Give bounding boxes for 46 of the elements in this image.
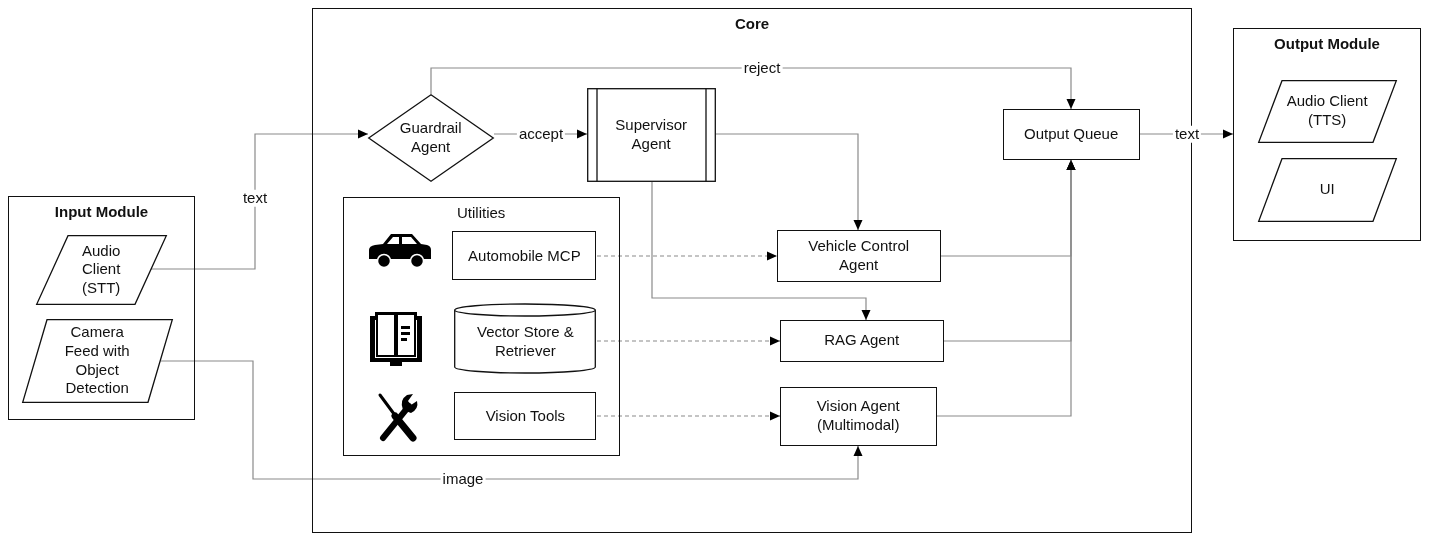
process-box [779,319,944,362]
predefined-process-box [586,87,716,182]
utilities-panel [342,196,620,456]
edge-label: text [240,189,270,207]
node-label: Vision Tools [485,407,566,426]
arrow [651,181,871,321]
node-label: Vision Agent (Multimodal) [815,397,901,435]
arrow [159,360,863,480]
node-label: Audio Client (STT) [81,241,122,298]
process-box [452,231,597,281]
panel-heading: Input Module [54,203,149,220]
arrow [715,133,863,231]
edge-label: reject [741,59,783,77]
panel-heading: Utilities [457,203,506,221]
output-parallelogram [1257,79,1397,143]
node-label: Camera Feed with Object Detection [63,323,131,399]
output-parallelogram [1257,157,1397,222]
process-box [776,229,941,282]
process-box [1002,108,1140,160]
process-box [454,392,597,441]
node-label: Audio Client (TTS) [1285,92,1369,130]
module-panel [8,196,195,420]
node-label: Vehicle Control Agent [807,236,911,275]
database-cylinder [454,303,597,375]
arrow [150,129,369,270]
node-label: Output Queue [1024,124,1119,144]
arrow [936,159,1076,417]
edge-label: image [440,470,486,488]
node-label: Supervisor Agent [614,115,689,154]
arrow [430,67,1076,110]
node-label: Guardrail Agent [398,118,463,157]
dashed-arrow [596,336,781,346]
input-parallelogram [21,318,173,403]
node-label: Automobile MCP [468,246,581,266]
decision-diamond [367,93,494,182]
input-parallelogram [35,234,167,305]
module-panel [1233,28,1421,241]
dashed-arrow [596,411,781,421]
process-box [779,386,937,446]
panel-heading: Core [734,15,770,32]
edge-label: text [1172,125,1202,143]
node-label: RAG Agent [824,331,900,351]
node-label: Vector Store & Retriever [476,323,575,361]
panel-heading: Output Module [1274,35,1380,52]
dashed-arrow [596,251,778,261]
node-label: UI [1319,180,1335,200]
